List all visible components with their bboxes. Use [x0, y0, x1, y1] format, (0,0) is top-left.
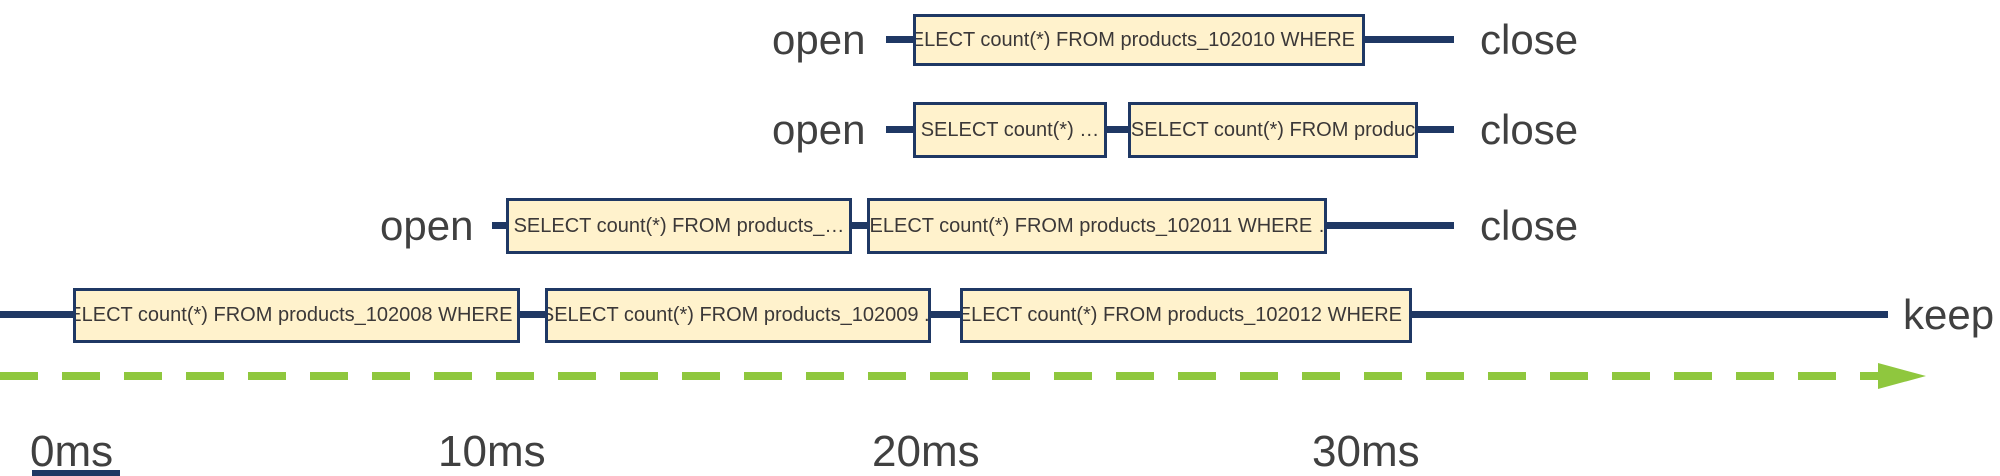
query-box: SELECT count(*) FROM products_102011 WHE… [867, 198, 1327, 254]
query-box: SELECT count(*) FROM products_102012 WHE… [960, 288, 1412, 343]
time-tick-10ms: 10ms [438, 427, 546, 476]
query-box: SELECT count(*) FROM produc [1128, 102, 1418, 158]
time-tick-20ms: 20ms [872, 427, 980, 476]
query-box: SELECT count(*) FROM products_102009 .. [545, 288, 931, 343]
close-label: close [1480, 202, 1579, 249]
time-tick-0ms: 0ms [30, 427, 114, 476]
close-label: close [1480, 16, 1579, 63]
query-box: SELECT count(*) FROM products_… [506, 198, 852, 254]
query-box: SELECT count(*) FROM products_102008 WHE… [73, 288, 520, 343]
open-label: open [772, 16, 866, 63]
keep-label: keep [1903, 291, 1995, 338]
query-box: SELECT count(*) … [913, 102, 1107, 158]
query-box: SELECT count(*) FROM products_102010 WHE… [913, 14, 1365, 66]
open-label: open [380, 202, 474, 249]
connection-line [0, 311, 1888, 318]
close-label: close [1480, 106, 1579, 153]
time-tick-30ms: 30ms [1312, 427, 1420, 476]
footer-bar [32, 470, 120, 476]
timeline-arrow [0, 363, 1926, 389]
open-label: open [772, 106, 866, 153]
